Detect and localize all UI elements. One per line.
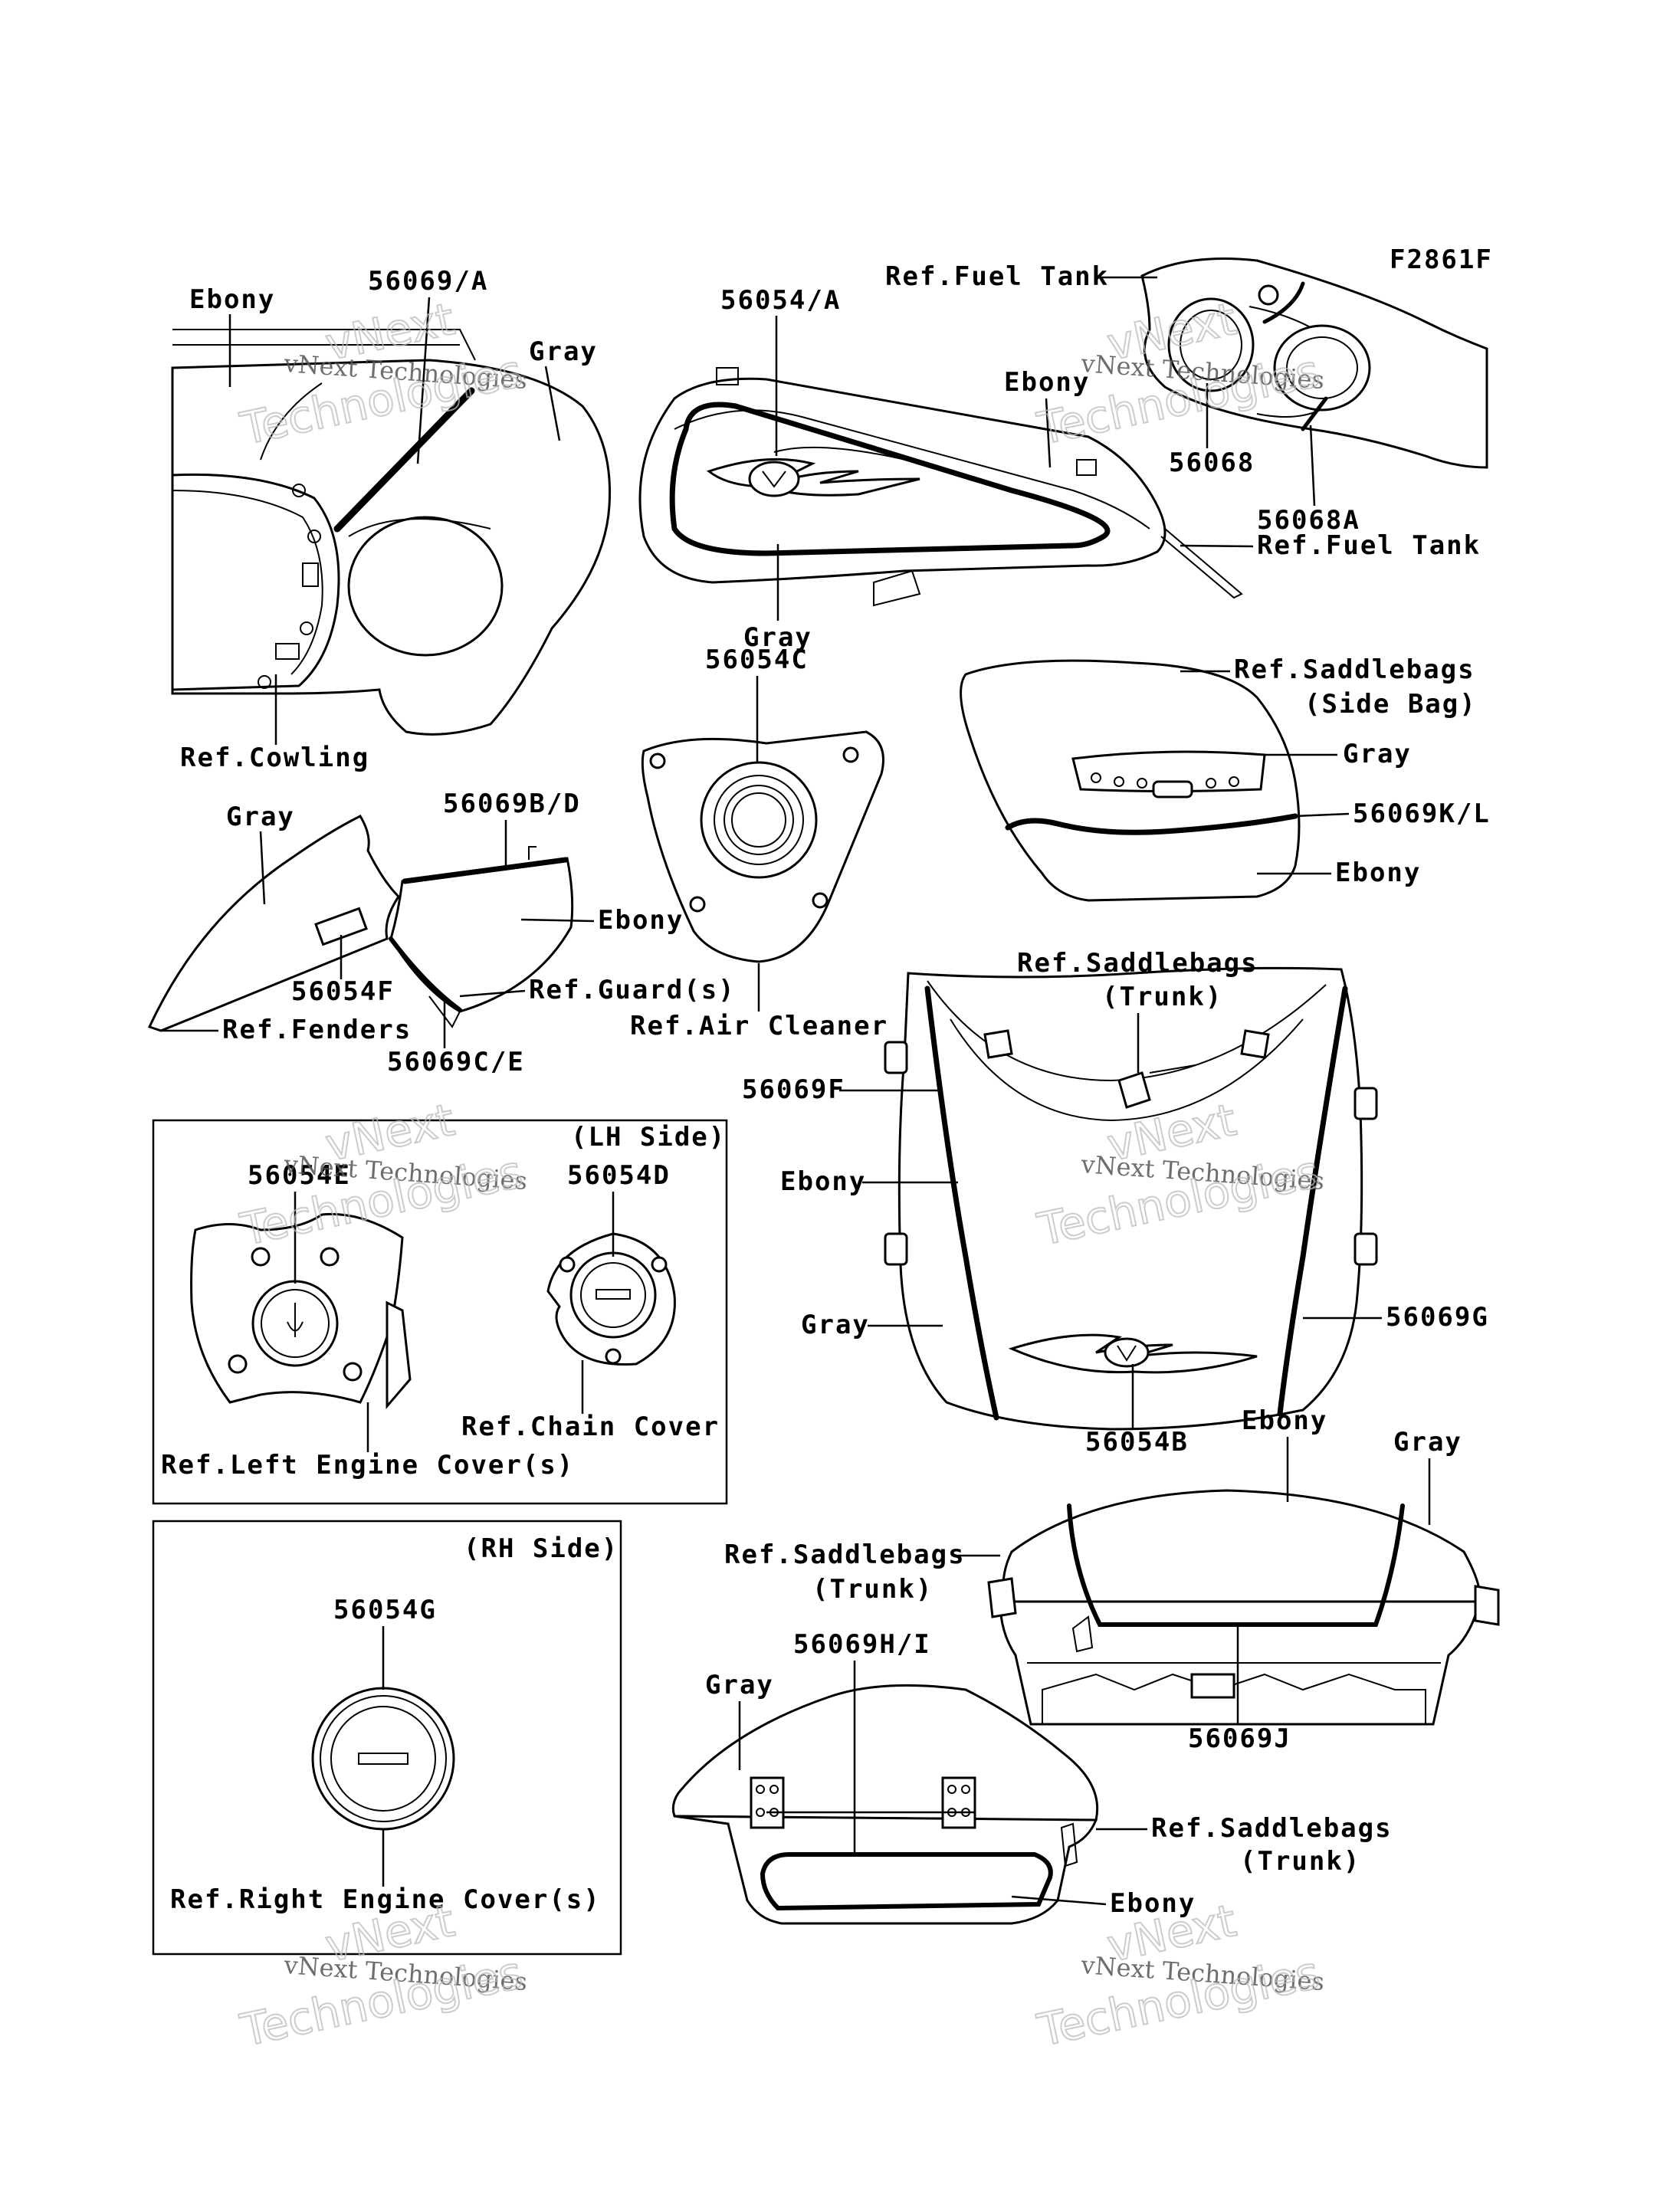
label-56069g: 56069G [1386,1302,1489,1333]
label-56069f: 56069F [742,1074,845,1105]
chain-cover-drawing [546,1232,676,1366]
label-ref-right-engine-cover: Ref.Right Engine Cover(s) [170,1884,601,1915]
label-ebony-sidebag: Ebony [1335,857,1421,888]
label-ref-fenders: Ref.Fenders [222,1015,412,1045]
label-56068: 56068 [1169,448,1255,478]
label-gray-top-left: Gray [529,336,598,367]
label-56069bd: 56069B/D [443,789,581,819]
label-ref-fuel-tank-top: Ref.Fuel Tank [885,261,1109,292]
label-gray-trunk-rear: Gray [1393,1427,1462,1458]
watermark-bottom-left: vNext Technologies vNext Technologies [235,1894,528,2058]
label-ref-left-engine-cover: Ref.Left Engine Cover(s) [161,1450,574,1481]
label-ebony-fender: Ebony [598,905,684,936]
rh-side-box [152,1520,622,1956]
label-gray-trunk-front: Gray [801,1310,870,1340]
label-ref-fuel-tank-right: Ref.Fuel Tank [1257,530,1481,561]
trunk-rear-drawing [987,1489,1500,1726]
label-56068a: 56068A [1257,505,1360,536]
label-gray-sidebag: Gray [1343,739,1412,769]
figure-code: F2861F [1390,244,1493,275]
label-56054d: 56054D [567,1160,671,1191]
label-ref-saddlebags-side-2: (Side Bag) [1304,689,1477,720]
label-ref-saddlebags-trunk-2: (Trunk) [1102,982,1222,1012]
trunk-side-drawing [671,1684,1099,1925]
label-gray-fender: Gray [226,802,295,832]
label-56054a: 56054/A [720,285,841,316]
watermark-bottom-right: vNext Technologies vNext Technologies [1032,1894,1325,2058]
label-56054f: 56054F [291,976,395,1007]
air-cleaner-drawing [641,730,884,963]
right-engine-cover-drawing [311,1687,455,1831]
trunk-front-drawing [884,966,1378,1431]
label-56069a: 56069/A [368,266,488,297]
label-lh-side: (LH Side) [571,1122,726,1153]
fender-drawing [147,815,574,1032]
side-bag-drawing [960,659,1301,902]
label-ebony-top-left: Ebony [189,284,275,315]
label-ref-guards: Ref.Guard(s) [529,975,736,1005]
label-rh-side: (RH Side) [464,1533,619,1564]
label-ref-saddlebags-trunk-1: Ref.Saddlebags [1017,948,1258,979]
label-56054e: 56054E [248,1160,351,1191]
label-ref-saddlebags-trunk-rear-1: Ref.Saddlebags [724,1540,966,1570]
label-ref-air-cleaner: Ref.Air Cleaner [630,1011,888,1041]
label-ebony-trunk-side: Ebony [1110,1888,1196,1919]
fuel-tank-drawing [638,367,1243,607]
label-ebony-tank: Ebony [1004,367,1090,398]
label-56054b: 56054B [1085,1427,1189,1458]
label-ebony-trunk-front: Ebony [780,1166,866,1197]
label-56069ce: 56069C/E [387,1047,525,1077]
label-ref-chain-cover: Ref.Chain Cover [461,1412,720,1442]
cowling-drawing [171,329,612,736]
left-engine-cover-drawing [190,1212,412,1410]
lh-side-box [152,1119,728,1505]
label-gray-trunk-side: Gray [705,1670,774,1700]
label-56069hi: 56069H/I [793,1629,931,1660]
label-ref-cowling: Ref.Cowling [180,743,369,773]
label-gray-tank: Gray [743,622,812,653]
label-ref-saddlebags-side-1: Ref.Saddlebags [1234,654,1475,685]
label-56069j: 56069J [1188,1723,1291,1754]
label-56054c: 56054C [705,644,809,675]
label-ref-saddlebags-trunk-side-1: Ref.Saddlebags [1151,1813,1393,1844]
tank-badge-drawing [1140,257,1488,469]
label-56054g: 56054G [333,1595,437,1625]
label-ebony-trunk-rear: Ebony [1242,1405,1327,1436]
label-ref-saddlebags-trunk-side-2: (Trunk) [1240,1846,1360,1877]
label-ref-saddlebags-trunk-rear-2: (Trunk) [812,1574,933,1605]
label-56069kl: 56069K/L [1353,798,1491,829]
